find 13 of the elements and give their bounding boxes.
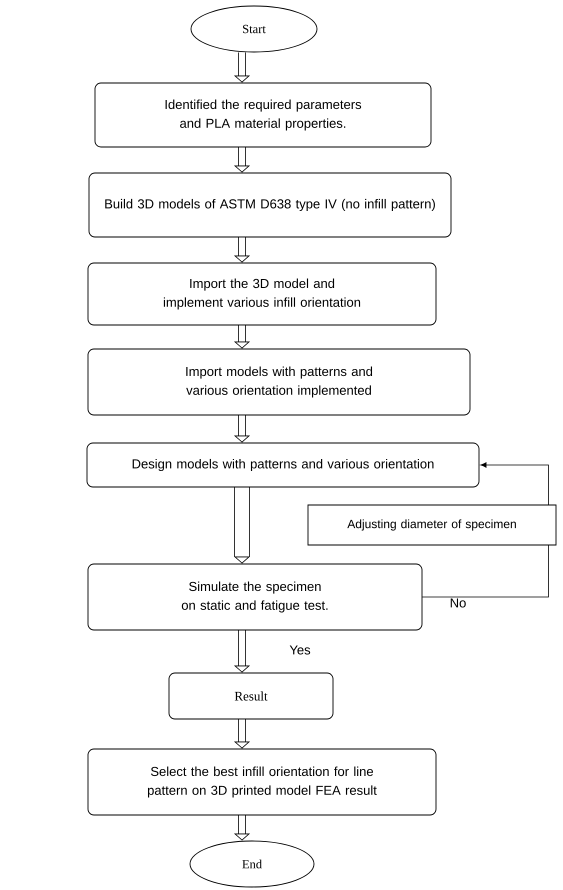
process-box: Simulate the specimen on static and fatigue test. [88, 564, 422, 630]
process-box: Design models with patterns and various orientation [86, 442, 480, 488]
connector-line [422, 545, 549, 598]
process-box: Adjusting diameter of specimen [308, 504, 556, 546]
process-box: Result [168, 672, 334, 720]
process-box: Identified the required parameters and PLA material properties. [94, 82, 432, 148]
process-box: Build 3D models of ASTM D638 type IV (no infill pattern) [88, 172, 452, 238]
edge-label: No [450, 598, 466, 608]
process-box: Import models with patterns and various orientation implemented [88, 348, 470, 416]
edge-label: Yes [290, 645, 310, 655]
process-box: Select the best infill orientation for line pattern on 3D printed model FEA result [88, 748, 436, 816]
process-box: Import the 3D model and implement various infill orientation [88, 262, 436, 326]
arrow [480, 462, 549, 505]
